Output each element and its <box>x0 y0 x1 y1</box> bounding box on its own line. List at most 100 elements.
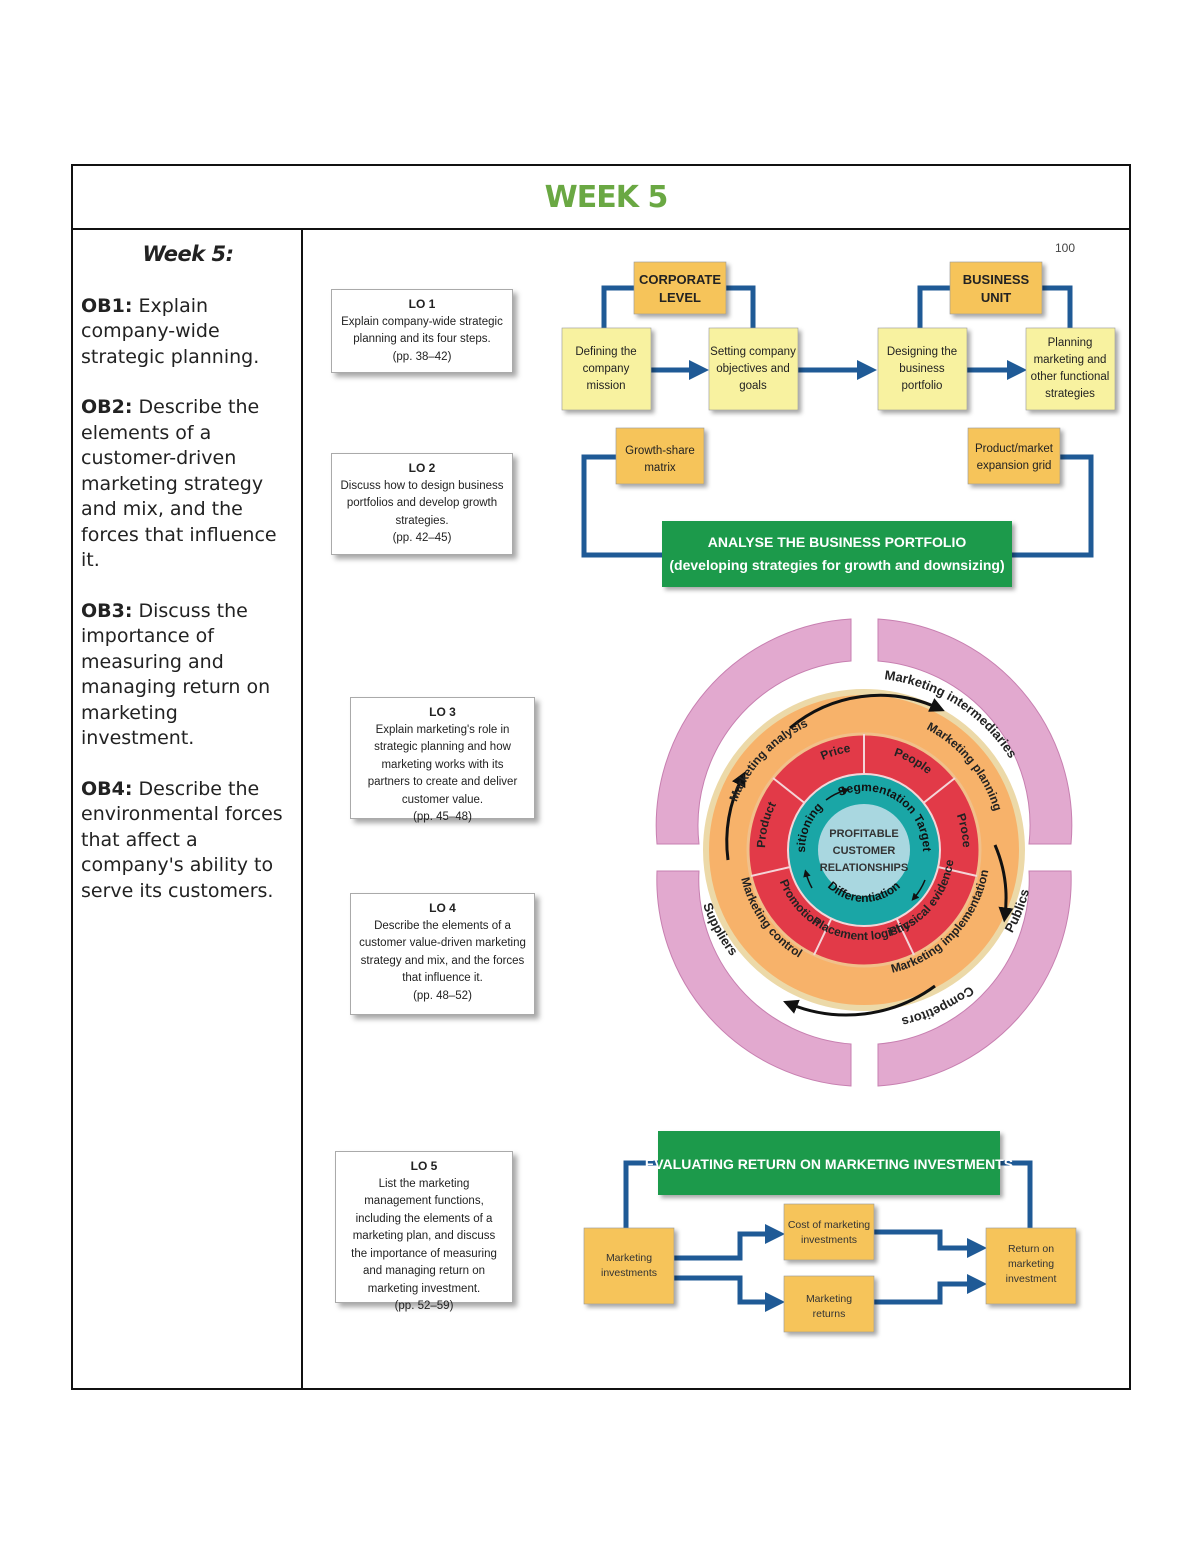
label: Setting company <box>710 346 796 358</box>
planning-labels: CORPORATE LEVEL BUSINESS UNIT Defining the… <box>575 272 1109 573</box>
lo-title: LO 4 <box>429 901 456 915</box>
lo-pages: (pp. 42–45) <box>392 532 452 544</box>
page-title: WEEK 5 <box>544 180 669 215</box>
label: Return on <box>1008 1243 1054 1255</box>
label: Growth-share <box>625 445 695 457</box>
label: marketing <box>1008 1258 1054 1270</box>
label: investments <box>601 1267 657 1279</box>
roi-boxes <box>583 1131 1077 1333</box>
lo-text: Explain marketing's role in strategic pl… <box>367 723 518 806</box>
label: marketing and <box>1034 354 1107 366</box>
label: (developing strategies for growth and do… <box>669 557 1004 573</box>
label: UNIT <box>981 290 1011 305</box>
lo-box-3: LO 3 Explain marketing's role in strateg… <box>350 697 535 823</box>
lo-title: LO 1 <box>408 297 436 311</box>
objective-text: Discuss the importance of measuring and … <box>81 599 271 750</box>
quadrant-publics <box>877 870 1072 1087</box>
quadrant-intermediaries <box>655 618 852 845</box>
lo-text: Describe the elements of a customer valu… <box>359 919 526 985</box>
label: Product/market <box>975 443 1054 455</box>
growth-share-box <box>615 427 705 485</box>
objective-code: OB2: <box>81 396 133 418</box>
label: strategies <box>1045 388 1095 400</box>
roi-box <box>985 1227 1077 1305</box>
week-label: Week 5: <box>142 242 234 266</box>
label: Cost of marketing <box>788 1219 870 1231</box>
step-box-portfolio <box>877 327 968 411</box>
step-box-mission <box>561 327 652 411</box>
roi-arrows <box>674 1224 987 1312</box>
label: Marketing <box>606 1252 652 1264</box>
returns-box <box>783 1275 875 1333</box>
objective-text: Describe the elements of a customer-driv… <box>81 396 277 571</box>
label: CUSTOMER <box>833 845 896 857</box>
lo-text: Explain company-wide strategic planning … <box>341 315 503 346</box>
lo-title: LO 2 <box>408 461 436 475</box>
label: Defining the <box>575 346 636 358</box>
lo-box-1: LO 1 Explain company-wide strategic plan… <box>331 289 513 373</box>
label: CORPORATE <box>639 272 721 287</box>
label: LEVEL <box>659 290 701 305</box>
center-circle <box>818 804 910 896</box>
label: goals <box>739 380 767 392</box>
lo-pages: (pp. 45–48) <box>413 811 472 823</box>
lo-title: LO 3 <box>429 705 456 719</box>
lo-pages: (pp. 38–42) <box>392 350 452 363</box>
objective-4: OB4: Describe the environmental forces t… <box>81 777 295 905</box>
label: EVALUATING RETURN ON MARKETING INVESTMEN… <box>645 1156 1013 1172</box>
label: Planning <box>1048 337 1093 349</box>
marketing-investments-box <box>583 1227 675 1305</box>
strategy-arrows <box>803 787 926 901</box>
label: other functional <box>1031 371 1110 383</box>
step-box-objectives <box>708 327 799 411</box>
objective-code: OB1: <box>81 294 133 317</box>
roi-labels: EVALUATING RETURN ON MARKETING INVESTMEN… <box>601 1156 1056 1320</box>
label: ANALYSE THE BUSINESS PORTFOLIO <box>708 534 967 550</box>
step-box-planning <box>1025 327 1116 411</box>
objective-1: OB1: Explain company-wide strategic plan… <box>81 294 295 371</box>
outer-ring-quadrants <box>655 618 1073 1087</box>
svg-text:ANALYSE THE BUSINESS PORTFOLIO: ANALYSE THE BUSINESS PORTFOLIO (developin… <box>669 534 1004 573</box>
label: Designing the <box>887 346 957 358</box>
header-row <box>73 166 1129 230</box>
label: Marketing <box>806 1293 852 1305</box>
cost-box <box>783 1203 875 1261</box>
label: company <box>583 363 630 375</box>
objective-text: Explain company-wide strategic planning. <box>81 294 260 368</box>
analyse-banner <box>662 521 1012 587</box>
label: investments <box>801 1234 857 1246</box>
label: investment <box>1006 1273 1057 1285</box>
lo-pages: (pp. 52–59) <box>394 1300 454 1312</box>
business-unit-box <box>949 261 1043 315</box>
lo-title: LO 5 <box>410 1159 438 1173</box>
page-number: 100 <box>1055 241 1076 255</box>
label: expansion grid <box>977 460 1052 472</box>
objective-2: OB2: Describe the elements of a customer… <box>81 395 295 574</box>
lo-box-5: LO 5 List the marketing management funct… <box>335 1151 513 1312</box>
objective-text: Describe the environmental forces that a… <box>81 777 283 902</box>
planning-boxes <box>561 261 1116 587</box>
objective-3: OB3: Discuss the importance of measuring… <box>81 599 295 752</box>
lo-text: List the marketing management functions,… <box>351 1177 497 1295</box>
label: portfolio <box>902 380 943 392</box>
label: mission <box>587 380 626 392</box>
svg-text:EVALUATING RETURN ON MARKETING: EVALUATING RETURN ON MARKETING INVESTMEN… <box>645 1156 1013 1172</box>
label: matrix <box>644 462 676 474</box>
lo-text: Discuss how to design business portfolio… <box>340 479 504 527</box>
product-market-box <box>967 427 1061 485</box>
label: BUSINESS <box>963 272 1030 287</box>
roi-banner <box>658 1131 1000 1195</box>
objectives-column: Week 5: OB1: Explain company-wide strate… <box>81 242 295 929</box>
